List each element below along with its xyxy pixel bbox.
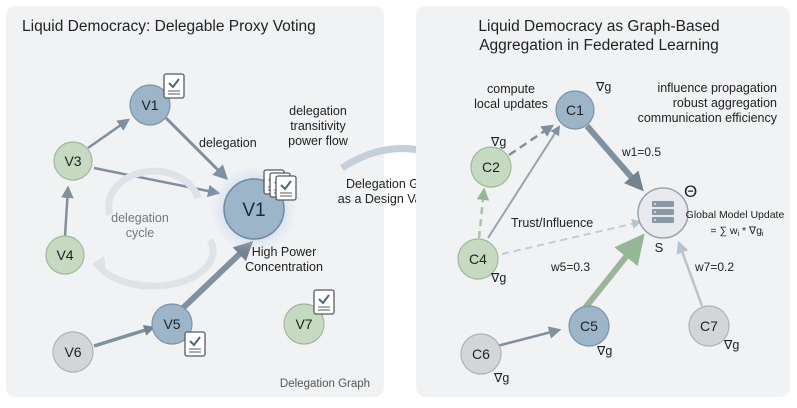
global-update-label: Global Model Update xyxy=(686,209,785,221)
goal-influence: influence propagation xyxy=(657,81,777,95)
goal-robust: robust aggregation xyxy=(673,96,777,110)
concept-labels: delegation transitivity power flow xyxy=(288,104,349,148)
c5-gradient: ∇g xyxy=(596,344,612,358)
node-v1-top xyxy=(129,84,171,126)
node-c7 xyxy=(688,305,730,347)
node-v7 xyxy=(283,303,325,345)
ballot-icon-v7 xyxy=(313,289,335,315)
aggregation-formula: = ∑ wi * ∇gi xyxy=(710,225,764,238)
cycle-arc-bottom xyxy=(92,238,217,290)
node-v1-center-label: V1 xyxy=(242,200,265,221)
right-panel-title: Liquid Democracy as Graph-Based Aggregat… xyxy=(478,18,719,54)
weight-w7: w7=0.2 xyxy=(694,260,734,274)
compute-label-line2: local updates xyxy=(474,97,548,111)
right-panel-title-line1: Liquid Democracy as Graph-Based xyxy=(478,18,719,35)
edge-c4-c2 xyxy=(476,187,490,239)
edge-v1-v1center xyxy=(164,116,229,181)
node-v5-label: V5 xyxy=(163,316,180,332)
cycle-label-line2: cycle xyxy=(126,226,155,240)
formula-subscript-2: i xyxy=(762,229,764,238)
node-v6 xyxy=(52,331,94,373)
formula-prefix: = ∑ w xyxy=(710,225,737,237)
goals-label: influence propagation robust aggregation… xyxy=(638,81,778,125)
compute-label-line1: compute xyxy=(487,82,535,96)
cycle-arrowhead xyxy=(92,256,106,270)
left-footer: Delegation Graph xyxy=(280,378,370,390)
cycle-arc-top xyxy=(105,167,202,217)
edge-c6-c5 xyxy=(496,326,562,348)
weight-w5: w5=0.3 xyxy=(550,260,590,274)
formula-subscript-1: i xyxy=(737,229,739,238)
left-panel xyxy=(6,6,384,397)
node-c7-label: C7 xyxy=(700,318,718,334)
node-c6 xyxy=(460,333,502,375)
left-panel-title: Liquid Democracy: Delegable Proxy Voting xyxy=(22,18,316,35)
node-v3 xyxy=(53,141,93,181)
trust-influence-label: Trust/Influence xyxy=(511,216,593,230)
concept-transitivity: transitivity xyxy=(290,119,346,133)
server-icon xyxy=(652,201,674,223)
node-c4 xyxy=(457,238,499,280)
node-c5 xyxy=(568,305,610,347)
node-v6-label: V6 xyxy=(64,344,81,360)
edge-v3-v1 xyxy=(87,118,131,150)
ballot-icon xyxy=(163,73,185,99)
node-c4-label: C4 xyxy=(469,251,487,267)
node-c5-label: C5 xyxy=(580,318,598,334)
node-v4-label: V4 xyxy=(56,247,73,263)
concept-delegation: delegation xyxy=(289,104,347,118)
c6-gradient: ∇g xyxy=(493,371,509,385)
delegation-edge-label: delegation xyxy=(199,136,257,150)
cycle-label: delegation cycle xyxy=(111,211,169,240)
edge-c5-server xyxy=(582,233,645,310)
c1-gradient: ∇g xyxy=(595,80,611,94)
node-c6-label: C6 xyxy=(472,346,490,362)
right-panel-title-line2: Aggregation in Federated Learning xyxy=(479,37,719,54)
edge-c1-server xyxy=(584,124,644,192)
c2-gradient: ∇g xyxy=(490,135,506,149)
power-label: High Power Concentration xyxy=(245,245,323,274)
server-label: S xyxy=(655,240,664,255)
edge-v4-v3 xyxy=(61,185,74,237)
theta-symbol: Θ xyxy=(684,182,697,201)
edge-v6-v5 xyxy=(93,324,156,348)
node-c1-label: C1 xyxy=(566,102,584,118)
node-v3-label: V3 xyxy=(64,153,81,169)
node-v5 xyxy=(151,303,193,345)
node-v4 xyxy=(45,235,85,275)
edge-v5-v1center xyxy=(180,241,254,311)
power-label-line1: High Power xyxy=(252,245,317,259)
compute-label: compute local updates xyxy=(474,82,548,111)
c7-gradient: ∇g xyxy=(723,338,739,352)
weight-w1: w1=0.5 xyxy=(621,145,661,159)
node-c2-label: C2 xyxy=(482,159,500,175)
node-v7-label: V7 xyxy=(295,316,312,332)
node-c2 xyxy=(470,146,512,188)
goal-communication: communication efficiency xyxy=(638,111,778,125)
ballot-icon-v5 xyxy=(184,331,206,357)
node-v1-top-label: V1 xyxy=(141,97,158,113)
cycle-label-line1: delegation xyxy=(111,211,169,225)
right-panel xyxy=(416,6,790,397)
edge-c7-server xyxy=(676,240,704,307)
formula-mid: * ∇g xyxy=(739,225,762,237)
c4-gradient: ∇g xyxy=(490,271,506,285)
concept-power-flow: power flow xyxy=(288,134,349,148)
node-c1 xyxy=(555,90,595,130)
power-label-line2: Concentration xyxy=(245,260,323,274)
edge-c4-c1 xyxy=(487,125,561,239)
edge-c2-c1 xyxy=(508,124,555,157)
